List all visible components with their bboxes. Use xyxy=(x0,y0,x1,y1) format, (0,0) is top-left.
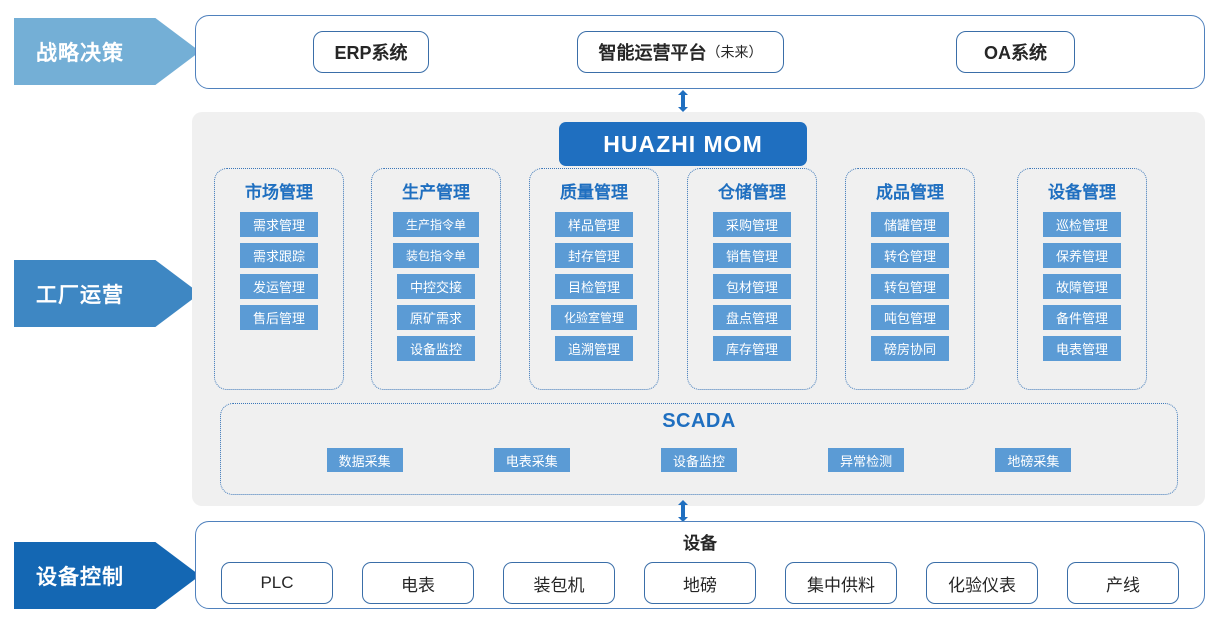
module-column-title: 质量管理 xyxy=(560,183,628,202)
module-item[interactable]: 售后管理 xyxy=(240,305,318,330)
system-pill-intelligent-operation-platform-sublabel: （未来） xyxy=(706,44,763,60)
module-item[interactable]: 装包指令单 xyxy=(393,243,479,268)
module-item[interactable]: 发运管理 xyxy=(240,274,318,299)
module-item[interactable]: 巡检管理 xyxy=(1043,212,1121,237)
module-column-title: 生产管理 xyxy=(402,183,470,202)
module-item[interactable]: 储罐管理 xyxy=(871,212,949,237)
system-pill-oa-label: OA系统 xyxy=(984,43,1047,63)
equipment-item[interactable]: 地磅 xyxy=(644,562,756,604)
equipment-item[interactable]: PLC xyxy=(221,562,333,604)
scada-box: SCADA 数据采集 电表采集 设备监控 异常检测 地磅采集 xyxy=(220,403,1178,495)
module-item[interactable]: 封存管理 xyxy=(555,243,633,268)
module-item[interactable]: 吨包管理 xyxy=(871,305,949,330)
factory-operations-panel: HUAZHI MOM 市场管理需求管理需求跟踪发运管理售后管理生产管理生产指令单… xyxy=(192,112,1205,506)
module-item[interactable]: 盘点管理 xyxy=(713,305,791,330)
module-item[interactable]: 需求跟踪 xyxy=(240,243,318,268)
system-pill-intelligent-operation-platform[interactable]: 智能运营平台 （未来） xyxy=(577,31,784,73)
layer-arrow-strategy: 战略决策 xyxy=(14,18,200,85)
module-item[interactable]: 样品管理 xyxy=(555,212,633,237)
module-column-title: 设备管理 xyxy=(1048,183,1116,202)
module-column-1: 市场管理需求管理需求跟踪发运管理售后管理 xyxy=(214,168,344,390)
scada-item[interactable]: 地磅采集 xyxy=(995,448,1072,472)
scada-item[interactable]: 电表采集 xyxy=(493,448,570,472)
module-item[interactable]: 目检管理 xyxy=(555,274,633,299)
scada-item[interactable]: 设备监控 xyxy=(660,448,737,472)
module-item[interactable]: 保养管理 xyxy=(1043,243,1121,268)
system-pill-erp-label: ERP系统 xyxy=(334,43,408,63)
layer-arrow-factory-operations: 工厂运营 xyxy=(14,260,200,327)
scada-item[interactable]: 异常检测 xyxy=(828,448,905,472)
up-down-arrow-icon-bottom xyxy=(676,500,690,522)
equipment-panel-title: 设备 xyxy=(683,534,717,553)
module-item[interactable]: 中控交接 xyxy=(397,274,475,299)
module-column-5: 成品管理储罐管理转仓管理转包管理吨包管理磅房协同 xyxy=(845,168,975,390)
system-pill-intelligent-operation-platform-label: 智能运营平台 xyxy=(598,43,707,63)
module-item[interactable]: 化验室管理 xyxy=(551,305,637,330)
module-item[interactable]: 故障管理 xyxy=(1043,274,1121,299)
module-column-3: 质量管理样品管理封存管理目检管理化验室管理追溯管理 xyxy=(529,168,659,390)
system-pill-erp[interactable]: ERP系统 xyxy=(313,31,429,73)
strategy-systems-panel: ERP系统 智能运营平台 （未来） OA系统 xyxy=(195,15,1205,89)
module-item[interactable]: 备件管理 xyxy=(1043,305,1121,330)
module-item[interactable]: 包材管理 xyxy=(713,274,791,299)
module-item[interactable]: 生产指令单 xyxy=(393,212,479,237)
module-item[interactable]: 设备监控 xyxy=(397,336,475,361)
module-item[interactable]: 采购管理 xyxy=(713,212,791,237)
system-pill-oa[interactable]: OA系统 xyxy=(956,31,1075,73)
equipment-item[interactable]: 集中供料 xyxy=(785,562,897,604)
module-item[interactable]: 原矿需求 xyxy=(397,305,475,330)
module-item[interactable]: 转包管理 xyxy=(871,274,949,299)
scada-item[interactable]: 数据采集 xyxy=(326,448,403,472)
module-column-4: 仓储管理采购管理销售管理包材管理盘点管理库存管理 xyxy=(687,168,817,390)
module-column-title: 成品管理 xyxy=(876,183,944,202)
mom-platform-badge-label: HUAZHI MOM xyxy=(603,130,763,157)
mom-platform-badge: HUAZHI MOM xyxy=(559,122,807,166)
layer-arrow-equipment-control-label: 设备控制 xyxy=(36,565,124,589)
module-item[interactable]: 磅房协同 xyxy=(871,336,949,361)
equipment-item[interactable]: 装包机 xyxy=(503,562,615,604)
layer-arrow-equipment-control: 设备控制 xyxy=(14,542,200,609)
module-item[interactable]: 销售管理 xyxy=(713,243,791,268)
layer-arrow-factory-operations-label: 工厂运营 xyxy=(36,283,124,307)
module-item[interactable]: 追溯管理 xyxy=(555,336,633,361)
equipment-item[interactable]: 化验仪表 xyxy=(926,562,1038,604)
module-item[interactable]: 电表管理 xyxy=(1043,336,1121,361)
module-column-2: 生产管理生产指令单装包指令单中控交接原矿需求设备监控 xyxy=(371,168,501,390)
module-item[interactable]: 需求管理 xyxy=(240,212,318,237)
equipment-panel: 设备 PLC 电表装包机地磅集中供料化验仪表产线 xyxy=(195,521,1205,609)
module-column-title: 市场管理 xyxy=(245,183,313,202)
module-column-title: 仓储管理 xyxy=(718,183,786,202)
equipment-item[interactable]: 产线 xyxy=(1067,562,1179,604)
equipment-item[interactable]: 电表 xyxy=(362,562,474,604)
layer-arrow-strategy-label: 战略决策 xyxy=(36,41,124,65)
scada-title: SCADA xyxy=(662,410,736,432)
module-item[interactable]: 转仓管理 xyxy=(871,243,949,268)
up-down-arrow-icon-top xyxy=(676,90,690,112)
module-item[interactable]: 库存管理 xyxy=(713,336,791,361)
module-column-6: 设备管理巡检管理保养管理故障管理备件管理电表管理 xyxy=(1017,168,1147,390)
